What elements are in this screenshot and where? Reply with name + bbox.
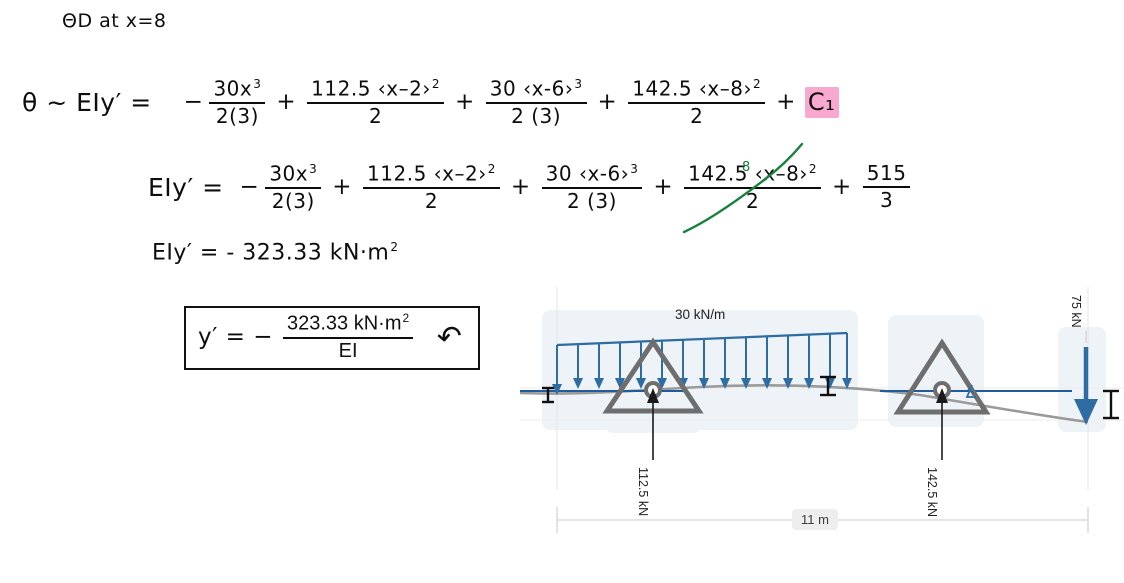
distributed-load-top-chord [556, 331, 848, 347]
equation-line-2: EIy′ = − 30x3 2(3) + 112.5 ‹x–2›2 2 + 30… [148, 163, 912, 212]
result-exponent: 2 [390, 240, 399, 254]
equation2-constant-denominator: 3 [862, 186, 911, 211]
equation2-constant-numerator: 515 [866, 161, 907, 186]
reaction-right-arrow [936, 388, 948, 460]
equation1-term4-numerator: 142.5 ‹x–8›2 [632, 76, 762, 101]
equation1-term1: 30x3 2(3) [209, 76, 266, 127]
distributed-load [552, 331, 852, 395]
deflection-marker-mid [820, 375, 836, 397]
answer-fraction: 323.33 kN·m2 EI [283, 311, 414, 362]
deflection-marker-right [1103, 389, 1119, 420]
equation2-constant-term: 515 3 [862, 161, 911, 211]
reaction-right-label: 142.5 kN [925, 467, 939, 518]
equation1-term3-numerator: 30 ‹x-6›3 [489, 76, 583, 101]
result-text: EIy′ = - 323.33 kN·m [152, 240, 390, 266]
equation1-term2-denominator: 2 [307, 101, 444, 127]
equation2-term1-denominator: 2(3) [265, 186, 322, 212]
equation2-term1: 30x3 2(3) [265, 161, 322, 212]
equation2-term3-numerator: 30 ‹x-6›3 [545, 161, 639, 186]
equation1-term4-denominator: 2 [628, 101, 766, 127]
equation1-term3-denominator: 2 (3) [485, 101, 587, 127]
reaction-left-arrow [647, 388, 659, 460]
result-line: EIy′ = - 323.33 kN·m2 [152, 240, 399, 265]
integration-constant-highlight: C₁ [804, 86, 840, 118]
beam-diagram: 30 kN/m 75 kN 112.5 kN 142.5 kN 11 m [520, 285, 1124, 545]
answer-denominator: EI [283, 336, 414, 362]
equation1-term2: 112.5 ‹x–2›2 2 [307, 78, 444, 127]
equation1-op3: + [597, 89, 618, 116]
equation2-term1-sign: − [239, 174, 260, 201]
deflected-beam-curve [520, 383, 1089, 424]
answer-numerator: 323.33 kN·m2 [287, 311, 410, 335]
equation-line-1: θ ~ EIy′ = − 30x3 2(3) + 112.5 ‹x–2›2 2 … [22, 76, 840, 127]
reaction-left-label: 112.5 kN [636, 467, 650, 517]
equation2-op2: + [510, 174, 531, 201]
selection-highlight-support-b [888, 315, 984, 427]
distributed-load-arrowheads [552, 378, 852, 395]
equation1-op4: + [776, 89, 796, 116]
answer-lhs: y′ = − [198, 324, 273, 350]
equation1-term3: 30 ‹x-6›3 2 (3) [485, 76, 587, 127]
equation1-op2: + [454, 89, 475, 116]
equation2-term4-numerator: 142.5 ‹x–8›2 [688, 161, 817, 186]
equation1-op1: + [276, 89, 297, 116]
rotation-angle-marker [965, 384, 976, 398]
distributed-load-label: 30 kN/m [675, 307, 726, 322]
equation2-term4-denominator: 2 [684, 186, 821, 212]
span-length-label: 11 m [792, 509, 838, 530]
note-header: ΘD at x=8 [62, 10, 167, 32]
equation2-lead: EIy′ = [148, 172, 224, 202]
equation2-term4-struck: 142.5 ‹x–8›2 2 [684, 163, 821, 212]
equation1-term2-numerator: 112.5 ‹x–2›2 [311, 76, 440, 101]
equation2-term2-numerator: 112.5 ‹x–2›2 [367, 161, 496, 186]
point-load-label: 75 kN [1069, 295, 1083, 328]
beam-diagram-svg [520, 287, 1124, 533]
equation2-term1-numerator: 30x3 [269, 161, 318, 186]
equation2-term2-denominator: 2 [363, 186, 500, 212]
final-answer-box: y′ = − 323.33 kN·m2 EI ↷ [184, 306, 480, 370]
equation1-term1-numerator: 30x3 [213, 76, 262, 101]
rotation-direction-icon: ↷ [435, 319, 464, 355]
equation2-op1: + [332, 174, 353, 201]
point-load-arrow [1074, 331, 1098, 425]
equation2-term3-denominator: 2 (3) [541, 186, 643, 212]
equation2-op4: + [831, 174, 852, 201]
deflection-marker-left [542, 386, 554, 404]
equation2-term3: 30 ‹x-6›3 2 (3) [541, 161, 643, 212]
equation2-term2: 112.5 ‹x–2›2 2 [363, 163, 500, 212]
equation1-term1-denominator: 2(3) [209, 101, 266, 127]
equation2-op3: + [653, 174, 674, 201]
equation1-term4: 142.5 ‹x–8›2 2 [628, 76, 766, 127]
equation1-lead: θ ~ EIy′ = [22, 87, 152, 117]
green-annotation-8: 8 [742, 160, 751, 175]
equation1-term1-sign: − [183, 89, 204, 116]
